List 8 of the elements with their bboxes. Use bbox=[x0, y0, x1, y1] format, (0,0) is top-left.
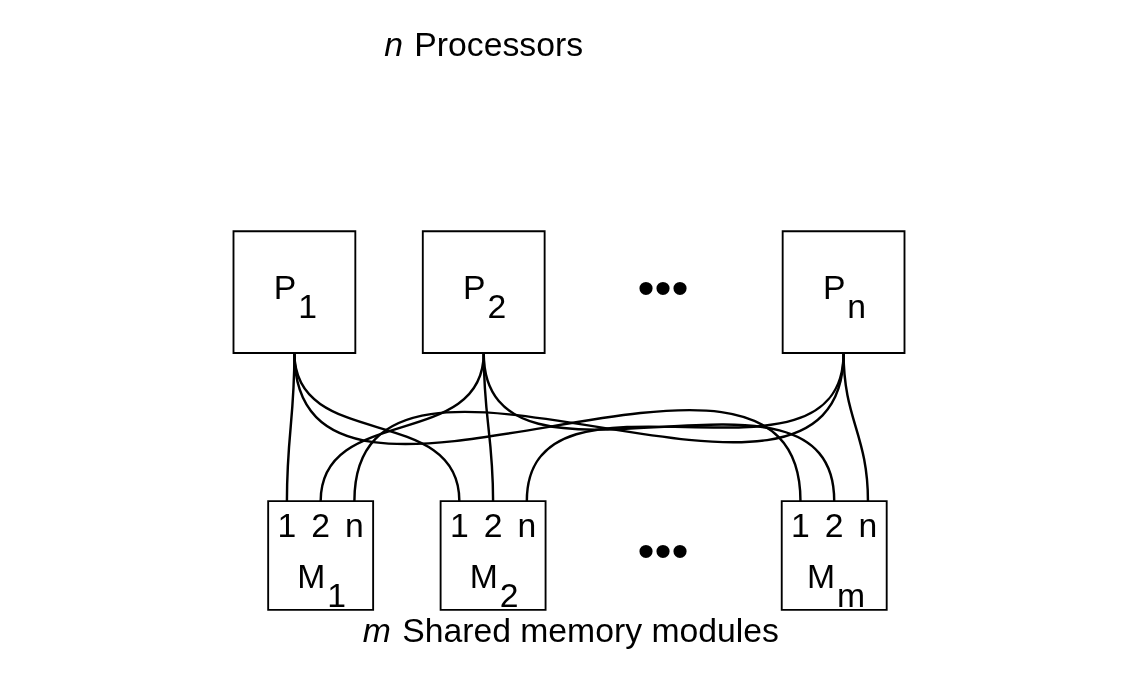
label: ••• bbox=[636, 523, 689, 578]
diagram-title: n Processors bbox=[383, 24, 583, 63]
caption: m Shared memory modules bbox=[362, 611, 779, 650]
connector bbox=[841, 353, 869, 502]
connector bbox=[292, 352, 802, 502]
connector bbox=[352, 352, 845, 502]
connector bbox=[318, 352, 485, 502]
label: ••• bbox=[636, 259, 689, 314]
